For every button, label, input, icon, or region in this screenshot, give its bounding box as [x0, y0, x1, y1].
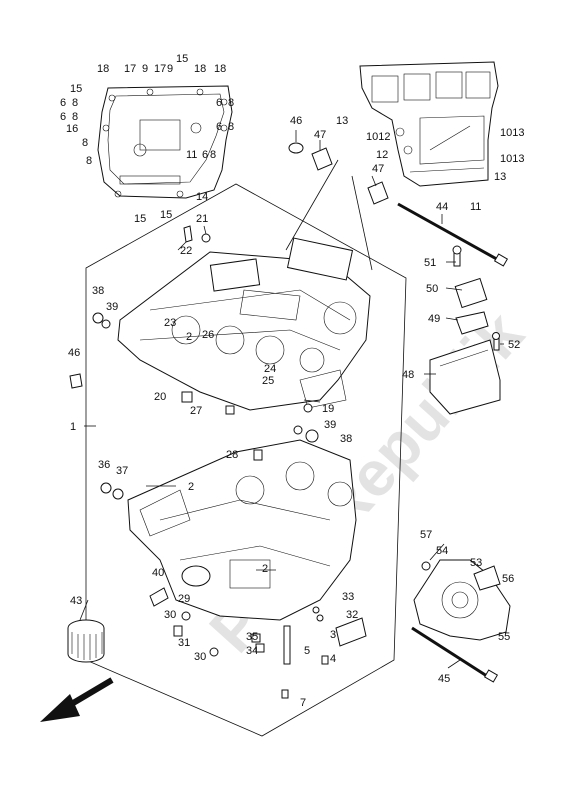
front-arrow-icon	[40, 677, 114, 722]
callout: 11	[470, 201, 481, 213]
callout: 2	[262, 563, 268, 575]
callout: 8	[210, 149, 216, 161]
callout: 1012	[366, 131, 390, 143]
callout: 39	[324, 419, 336, 431]
callout: 46	[290, 115, 302, 127]
callout: 6	[60, 111, 66, 123]
callout: 17	[124, 63, 136, 75]
stud-44	[397, 202, 509, 267]
callout: 15	[70, 83, 82, 95]
callout: 17	[154, 63, 166, 75]
callout: 33	[342, 591, 354, 603]
callout: 13	[336, 115, 348, 127]
callout: 4	[330, 653, 336, 665]
callout: 6	[60, 97, 66, 109]
inset-lower-case	[97, 85, 233, 199]
callout: 39	[106, 301, 118, 313]
callout: 11	[186, 149, 197, 161]
callout: 28	[226, 449, 238, 461]
callout: 53	[470, 557, 482, 569]
water-pump-cover	[413, 559, 511, 641]
callouts: 18 17 9 17 9 15 18 18 15 6 8 6 8 16 8 8 …	[60, 53, 524, 709]
callout: 1013	[500, 153, 524, 165]
callout: 29	[178, 593, 190, 605]
callout: 31	[178, 637, 190, 649]
callout: 16	[66, 123, 78, 135]
callout: 56	[502, 573, 514, 585]
callout: 36	[98, 459, 110, 471]
callout: 50	[426, 283, 438, 295]
callout: 21	[196, 213, 208, 225]
callout: 3	[330, 629, 336, 641]
callout: 55	[498, 631, 510, 643]
callout: 15	[134, 213, 146, 225]
callout: 18	[194, 63, 206, 75]
callout: 18	[97, 63, 109, 75]
inset-upper-case	[359, 61, 499, 187]
callout: 38	[92, 285, 104, 297]
callout: 32	[346, 609, 358, 621]
callout: 9	[142, 63, 148, 75]
callout: 8	[72, 97, 78, 109]
callout: 1013	[500, 127, 524, 139]
leader-inset	[285, 159, 339, 251]
callout: 23	[164, 317, 176, 329]
breather-cover	[429, 245, 501, 415]
oil-filter	[67, 619, 105, 663]
callout: 5	[304, 645, 310, 657]
callout: 57	[420, 529, 432, 541]
callout: 40	[152, 567, 164, 579]
callout: 47	[372, 163, 384, 175]
callout: 47	[314, 129, 326, 141]
callout: 38	[340, 433, 352, 445]
callout: 44	[436, 201, 448, 213]
leader-lines	[79, 130, 504, 669]
callout: 6	[216, 121, 222, 133]
callout: 13	[494, 171, 506, 183]
callout: 2	[188, 481, 194, 493]
callout: 26	[202, 329, 214, 341]
callout: 37	[116, 465, 128, 477]
callout: 34	[246, 645, 258, 657]
callout: 18	[214, 63, 226, 75]
callout: 15	[176, 53, 188, 65]
callout: 46	[68, 347, 80, 359]
callout: 49	[428, 313, 440, 325]
callout: 7	[300, 697, 306, 709]
small-parts	[69, 142, 389, 699]
callout: 27	[190, 405, 202, 417]
callout: 1	[70, 421, 76, 433]
callout: 12	[376, 149, 388, 161]
callout: 30	[194, 651, 206, 663]
callout: 35	[246, 631, 258, 643]
callout: 8	[82, 137, 88, 149]
callout: 15	[160, 209, 172, 221]
callout: 48	[402, 369, 414, 381]
callout: 9	[167, 63, 173, 75]
callout: 25	[262, 375, 274, 387]
callout: 14	[196, 191, 208, 203]
leader-inset-2	[351, 175, 373, 271]
callout: 22	[180, 245, 192, 257]
upper-crankcase	[117, 237, 371, 411]
callout: 54	[436, 545, 448, 557]
callout: 45	[438, 673, 450, 685]
callout: 6	[202, 149, 208, 161]
callout: 8	[228, 97, 234, 109]
callout: 8	[72, 111, 78, 123]
callout: 2	[186, 331, 192, 343]
callout: 52	[508, 339, 520, 351]
callout: 19	[322, 403, 334, 415]
callout: 8	[86, 155, 92, 167]
callout: 43	[70, 595, 82, 607]
callout: 24	[264, 363, 276, 375]
callout: 8	[228, 121, 234, 133]
callout: 6	[216, 97, 222, 109]
callout: 51	[424, 257, 436, 269]
callout: 20	[154, 391, 166, 403]
callout: 30	[164, 609, 176, 621]
stud-45	[411, 626, 499, 683]
